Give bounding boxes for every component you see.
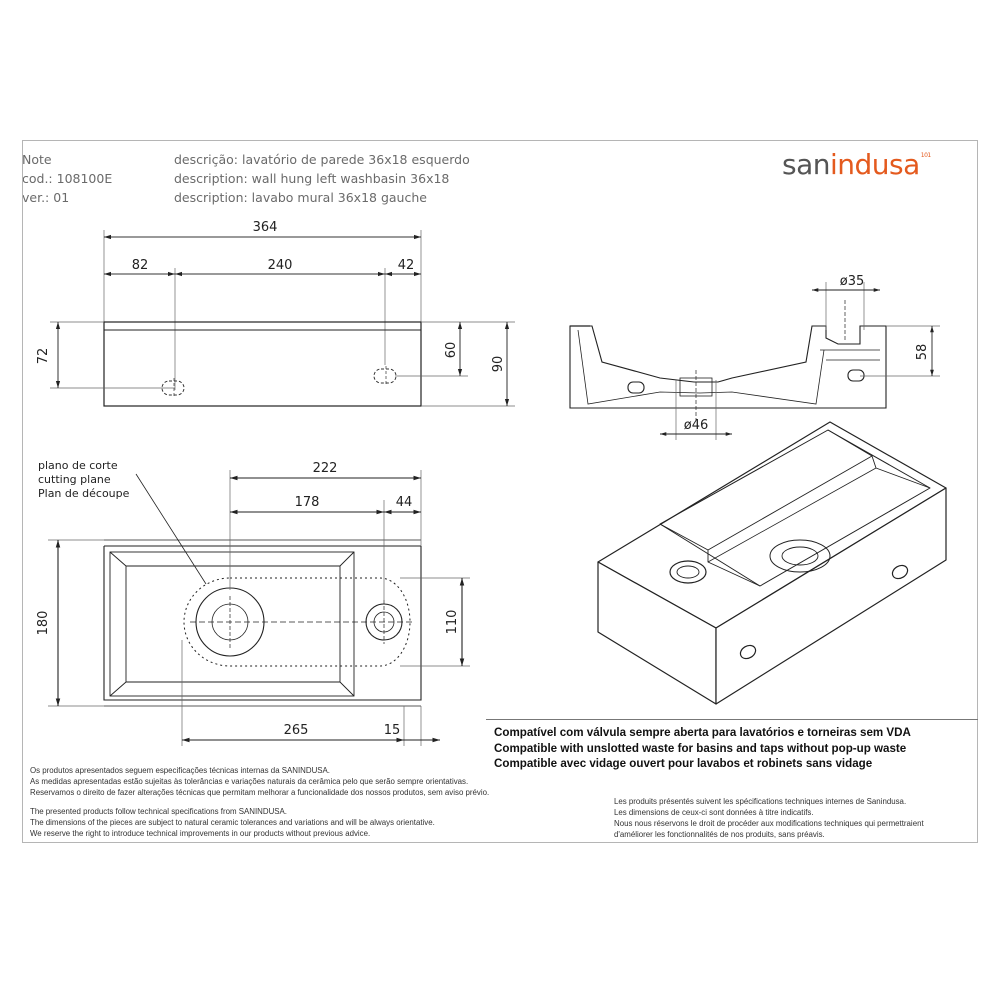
front-hole-right — [373, 368, 397, 384]
description-fr: description: lavabo mural 36x18 gauche — [174, 190, 427, 205]
header-descriptions: descrição: lavatório de parede 36x18 esq… — [174, 150, 470, 207]
dim-72: 72 — [36, 348, 51, 365]
cut-label-pt: plano de corte — [38, 459, 118, 472]
iso-right-face — [715, 487, 947, 705]
cut-label-fr: Plan de découpe — [38, 487, 130, 500]
note-line: Nous nous réservons le droit de procéder… — [614, 819, 924, 828]
section-outline — [569, 325, 887, 409]
drawing-frame — [22, 140, 978, 843]
dim-178: 178 — [295, 495, 320, 510]
logo-text-san: san — [782, 148, 831, 181]
front-view-labels: 364 82 240 42 72 60 90 — [36, 220, 506, 372]
front-basin-body — [103, 321, 422, 407]
section-view-labels: ø35 58 ø46 — [684, 274, 930, 433]
compatibility-notice: Compatível com válvula sempre aberta par… — [494, 725, 911, 772]
cutting-plane-leader — [135, 473, 207, 585]
dim-waste: ø46 — [684, 418, 709, 433]
product-code: cod.: 108100E — [22, 171, 113, 186]
dim-222: 222 — [313, 461, 338, 476]
logo-mark: 101 — [920, 152, 931, 159]
iso-side-hole-right — [891, 564, 909, 580]
dim-364: 364 — [253, 220, 278, 235]
note-line: As medidas apresentadas estão sujeitas à… — [30, 777, 469, 786]
compat-divider — [486, 719, 978, 720]
dim-90: 90 — [491, 356, 506, 373]
product-version: ver.: 01 — [22, 190, 70, 205]
note-line: Os produtos apresentados seguem especifi… — [30, 766, 330, 775]
cutting-plane-outline — [183, 577, 411, 667]
sanindusa-logo: sanindusa101 — [782, 148, 931, 181]
dim-tap-hole: ø35 — [840, 274, 865, 289]
note-line: d'améliorer les fonctionnalités de nos p… — [614, 830, 825, 839]
note-line: We reserve the right to introduce techni… — [30, 829, 371, 838]
dim-60: 60 — [444, 342, 459, 359]
header-meta: Note cod.: 108100E ver.: 01 — [22, 150, 112, 207]
logo-text-indusa: indusa — [830, 148, 920, 181]
description-en: description: wall hung left washbasin 36… — [174, 171, 450, 186]
top-basin-inner — [109, 551, 355, 697]
top-view-labels: plano de corte cutting plane Plan de déc… — [36, 459, 460, 738]
note-line: The dimensions of the pieces are subject… — [30, 818, 435, 827]
compat-pt: Compatível com válvula sempre aberta par… — [494, 726, 911, 739]
cut-label-en: cutting plane — [38, 473, 111, 486]
dim-58: 58 — [915, 344, 930, 361]
section-hole-left — [627, 381, 645, 394]
note-line: Les produits présentés suivent les spéci… — [614, 797, 907, 806]
dim-15: 15 — [384, 723, 401, 738]
description-pt: descrição: lavatório de parede 36x18 esq… — [174, 152, 470, 167]
note-line: The presented products follow technical … — [30, 807, 287, 816]
iso-waste — [769, 539, 831, 573]
top-basin-outer — [103, 546, 422, 701]
notes-right: Les produits présentés suivent les spéci… — [614, 796, 924, 840]
note-line: Reservamos o direito de fazer alterações… — [30, 788, 490, 797]
notes-left: Os produtos apresentados seguem especifi… — [30, 765, 489, 839]
dim-110: 110 — [445, 610, 460, 635]
note-line: Les dimensions de ceux-ci sont données à… — [614, 808, 814, 817]
dim-180: 180 — [36, 611, 51, 636]
dim-265: 265 — [284, 723, 309, 738]
iso-tap-hole — [669, 560, 707, 584]
note-line — [30, 798, 489, 806]
dim-42: 42 — [398, 258, 415, 273]
compat-fr: Compatible avec vidage ouvert pour lavab… — [494, 757, 873, 770]
top-view — [48, 470, 470, 746]
isometric-view — [597, 421, 947, 705]
section-hole-right — [847, 369, 865, 382]
compat-en: Compatible with unslotted waste for basi… — [494, 741, 907, 755]
iso-side-hole-front — [739, 644, 757, 660]
section-view — [569, 282, 940, 440]
dim-240: 240 — [268, 258, 293, 273]
dim-44: 44 — [396, 495, 413, 510]
product-name: Note — [22, 152, 52, 167]
dim-82: 82 — [132, 258, 149, 273]
front-view — [50, 230, 515, 407]
